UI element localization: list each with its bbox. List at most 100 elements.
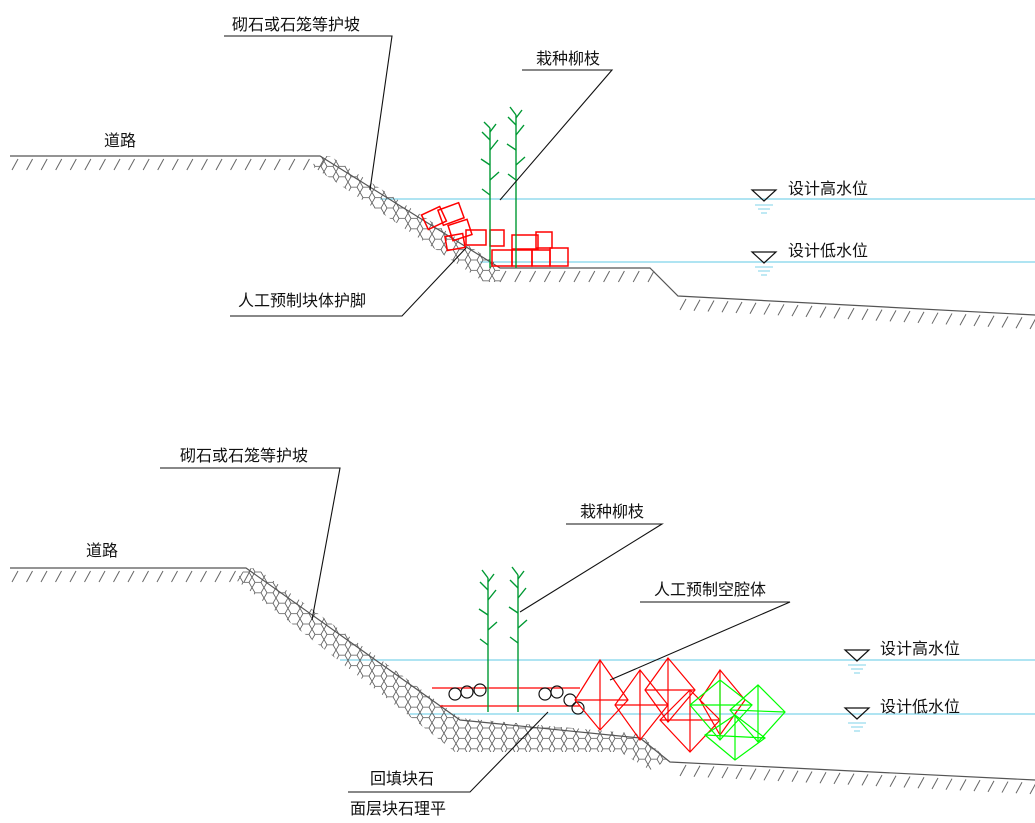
ground-hatch-mark xyxy=(791,304,799,317)
ground-hatch-mark xyxy=(973,314,981,327)
ground-hatch-mark xyxy=(819,306,827,318)
ground-hatch-mark xyxy=(185,570,193,583)
ground-hatch-mark xyxy=(26,570,33,583)
ground-hatch-mark xyxy=(302,158,310,171)
ground-hatch-mark xyxy=(543,270,551,283)
ground-hatch-mark xyxy=(529,270,537,283)
top-willow-leader xyxy=(499,69,614,201)
top-high-water-label: 设计高水位 xyxy=(788,179,868,198)
ground-hatch-mark xyxy=(749,768,757,780)
ground-hatch-mark xyxy=(214,570,222,583)
ground-hatch-mark xyxy=(273,158,281,171)
bottom-fill-leader xyxy=(348,711,549,793)
ground-hatch-mark xyxy=(84,158,92,171)
ground-hatch-mark xyxy=(1015,782,1023,794)
ground-hatch-mark xyxy=(1029,783,1035,795)
top-riprap-slope xyxy=(312,156,500,282)
ground-hatch-mark xyxy=(200,158,208,171)
ground-hatch-mark xyxy=(833,307,841,319)
ground-hatch-mark xyxy=(11,158,19,171)
bottom-fill-stones xyxy=(432,683,585,715)
top-slope-label: 砌石或石笼等护坡 xyxy=(232,15,360,34)
ground-hatch-mark xyxy=(98,158,106,171)
ground-hatch-mark xyxy=(959,779,967,791)
ground-hatch-mark xyxy=(693,765,701,777)
bottom-road-label: 道路 xyxy=(86,541,118,560)
ground-hatch-mark xyxy=(973,779,981,792)
bottom-willow-2 xyxy=(508,566,528,712)
ground-hatch-mark xyxy=(889,775,897,788)
ground-hatch-mark xyxy=(171,158,179,171)
ground-hatch-mark xyxy=(55,570,62,583)
ground-hatch-mark xyxy=(987,315,995,327)
bottom-cavity-leader xyxy=(609,601,791,681)
ground-hatch-mark xyxy=(917,777,925,789)
bottom-willow-1 xyxy=(478,569,498,712)
ground-hatch-mark xyxy=(259,158,267,171)
ground-hatch-mark xyxy=(588,270,596,283)
bottom-fill-label-2: 面层块石理平 xyxy=(350,799,446,818)
ground-hatch-mark xyxy=(679,764,687,777)
ground-hatch-mark xyxy=(186,158,194,171)
ground-hatch-mark xyxy=(647,270,655,283)
ground-hatch-mark xyxy=(903,776,911,788)
ground-hatch-mark xyxy=(499,270,507,283)
top-slope-leader xyxy=(224,35,393,191)
ground-hatch-mark xyxy=(113,570,120,583)
bottom-riprap-slope xyxy=(236,568,668,770)
ground-hatch-mark xyxy=(128,158,136,171)
ground-hatch-mark xyxy=(573,270,581,283)
ground-hatch-mark xyxy=(40,158,48,171)
ground-hatch-mark xyxy=(69,158,77,171)
ground-hatch-mark xyxy=(763,769,771,781)
ground-hatch-mark xyxy=(987,780,995,793)
ground-hatch-mark xyxy=(69,570,77,583)
bottom-slope-leader xyxy=(160,467,341,621)
ground-hatch-mark xyxy=(171,570,178,583)
ground-hatch-mark xyxy=(847,773,855,785)
ground-hatch-mark xyxy=(721,301,729,313)
ground-hatch-mark xyxy=(288,158,296,171)
bottom-willow-leader xyxy=(519,523,664,613)
ground-hatch-mark xyxy=(558,270,566,283)
ground-hatch-mark xyxy=(244,158,252,171)
ground-hatch-mark xyxy=(1029,318,1035,330)
bottom-low-water-symbol xyxy=(843,707,871,732)
ground-hatch-mark xyxy=(55,158,63,171)
ground-hatch-mark xyxy=(931,777,939,790)
ground-hatch-mark xyxy=(632,270,640,283)
ground-hatch-mark xyxy=(1001,781,1009,793)
top-low-water-label: 设计低水位 xyxy=(788,241,868,260)
top-road-label: 道路 xyxy=(104,131,136,150)
ground-hatch-mark xyxy=(847,307,855,320)
ground-hatch-mark xyxy=(903,310,911,323)
ground-hatch-mark xyxy=(819,771,827,784)
ground-hatch-mark xyxy=(156,570,164,583)
ground-hatch-mark xyxy=(230,158,238,171)
ground-hatch-mark xyxy=(514,270,522,283)
bottom-low-water-label: 设计低水位 xyxy=(880,697,960,716)
ground-hatch-mark xyxy=(693,299,701,311)
ground-hatch-mark xyxy=(805,771,813,783)
top-willow-label: 栽种柳枝 xyxy=(536,49,600,68)
ground-hatch-mark xyxy=(215,158,223,171)
ground-hatch-mark xyxy=(777,769,785,782)
ground-hatch-mark xyxy=(707,300,715,312)
ground-hatch-mark xyxy=(735,767,743,780)
ground-hatch-mark xyxy=(142,158,150,171)
ground-hatch-mark xyxy=(861,774,869,786)
ground-hatch-mark xyxy=(1001,316,1009,328)
ground-hatch-mark xyxy=(749,302,757,315)
ground-hatch-mark xyxy=(945,778,953,790)
bottom-section: 道路 砌石或石笼等护坡 栽种柳枝 人工预制空腔体 设计高水位 设计低水位 回填块… xyxy=(10,446,1035,818)
ground-hatch-mark xyxy=(679,298,687,311)
ground-hatch-mark xyxy=(229,570,236,583)
ground-hatch-mark xyxy=(735,301,743,314)
ground-hatch-mark xyxy=(1015,317,1023,329)
ground-hatch-mark xyxy=(142,570,149,583)
ground-hatch-mark xyxy=(40,570,48,583)
ground-hatch-mark xyxy=(777,304,785,316)
bottom-cavity-bodies-green xyxy=(689,679,786,761)
ground-hatch-mark xyxy=(861,308,869,321)
top-ground-profile xyxy=(10,155,1035,316)
